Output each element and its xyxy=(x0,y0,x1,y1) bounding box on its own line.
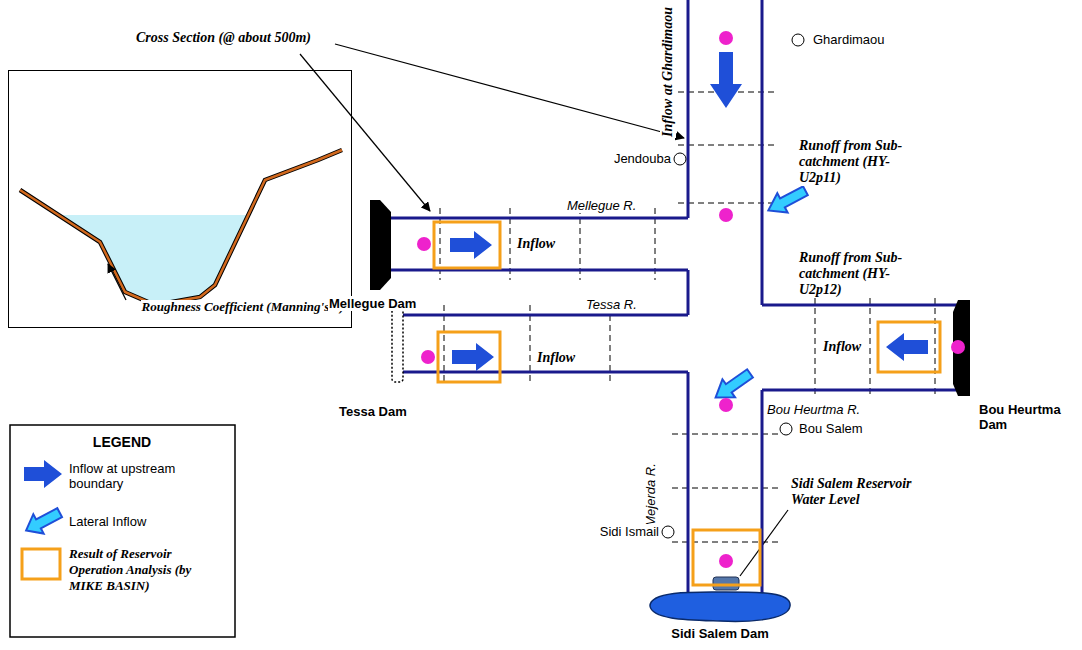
inflow-label: Inflow xyxy=(536,350,576,366)
town-name: Bou Salem xyxy=(798,421,864,436)
cross-section-mark xyxy=(530,305,531,382)
river-bank xyxy=(687,270,690,315)
leader-line xyxy=(335,44,684,138)
cross-section-mark xyxy=(678,145,775,146)
river-bank xyxy=(402,371,688,374)
river-name: Mellegue R. xyxy=(566,198,637,213)
town-marker xyxy=(780,423,792,435)
water-fill xyxy=(58,215,248,305)
result-box xyxy=(878,322,940,372)
result-box xyxy=(693,530,760,585)
inflow-label: Inflow at Ghardimaou xyxy=(660,6,676,138)
river-name: Bou Heurtma R. xyxy=(766,402,861,417)
runoff-label: Runoff from Sub-catchment (HY-U2p11) xyxy=(798,138,920,186)
leader-line xyxy=(108,264,126,300)
inset-box: Roughness Coefficient (Manning's n) xyxy=(8,70,352,328)
town-name: Sidi Ismail xyxy=(599,524,660,539)
leader-line xyxy=(300,54,430,211)
river-bank xyxy=(388,217,688,220)
cross-section-mark xyxy=(815,298,816,398)
result-box xyxy=(438,332,500,382)
dam-symbol xyxy=(370,200,391,290)
observation-point xyxy=(421,350,435,364)
inflow-arrow xyxy=(710,52,742,108)
dam-name: Mellegue Dam xyxy=(328,296,417,311)
node-text: Roughness Coefficient (Manning's n) xyxy=(141,300,345,315)
cross-section-mark xyxy=(610,305,611,382)
town-name: Ghardimaou xyxy=(812,32,886,47)
dam-name: Tessa Dam xyxy=(338,404,408,419)
legend-text: Lateral Inflow xyxy=(68,514,147,529)
inflow-arrow xyxy=(886,333,928,361)
dam-name: Sidi Salem Dam xyxy=(670,626,770,641)
legend-sample xyxy=(22,549,60,579)
river-bank xyxy=(402,314,688,317)
river-bank xyxy=(761,0,764,305)
cross-section-line xyxy=(20,150,342,305)
observation-point xyxy=(417,237,431,251)
observation-point xyxy=(719,208,733,222)
observation-points xyxy=(417,31,965,568)
reservoir xyxy=(650,592,790,621)
leader-line xyxy=(740,510,788,576)
runoff-label: Runoff from Sub-catchment (HY-U2p12) xyxy=(798,250,920,298)
river-name: Tessa R. xyxy=(585,297,638,312)
result-box xyxy=(434,222,500,268)
lateral-inflow-arrow xyxy=(763,181,810,220)
river-bank xyxy=(687,372,690,595)
river-bank xyxy=(687,0,690,218)
legend-text: Inflow at upstream boundary xyxy=(68,461,195,491)
town-marker xyxy=(674,153,686,165)
cross-section-mark xyxy=(444,305,445,382)
cross-section-mark xyxy=(870,298,871,398)
town-name: Jendouba xyxy=(613,151,672,166)
observation-point xyxy=(719,554,733,568)
town-marker xyxy=(792,34,804,46)
observation-point xyxy=(951,340,965,354)
cross-section-mark xyxy=(935,298,936,398)
inflow-arrow xyxy=(450,231,492,259)
inflow-label: Inflow xyxy=(516,236,556,252)
water-level-label: Sidi Salem Reservoir Water Level xyxy=(790,476,947,508)
inflow-label: Inflow xyxy=(822,339,862,355)
legend-title: LEGEND xyxy=(92,434,152,450)
inflow-arrow xyxy=(452,343,494,371)
town-markers xyxy=(662,34,804,538)
result-boxes xyxy=(434,222,940,585)
legend-frame xyxy=(10,425,235,637)
river-bank xyxy=(762,304,958,307)
river-bank xyxy=(762,389,958,392)
legend-sample xyxy=(24,460,62,488)
cross-section-outline xyxy=(20,150,342,305)
dam-name: Bou Heurtma Dam xyxy=(978,402,1070,432)
legend-sample xyxy=(21,503,65,540)
observation-point xyxy=(719,398,733,412)
observation-point xyxy=(719,31,733,45)
callout-text: Cross Section (@ about 500m) xyxy=(135,30,312,46)
town-marker xyxy=(662,526,674,538)
river-banks xyxy=(388,0,958,595)
river-name: Mejerda R. xyxy=(643,462,658,528)
dam-symbol xyxy=(392,306,403,382)
legend-text: Result of Reservoir Operation Analysis (… xyxy=(68,546,220,594)
lateral-inflow-arrow xyxy=(709,364,756,406)
